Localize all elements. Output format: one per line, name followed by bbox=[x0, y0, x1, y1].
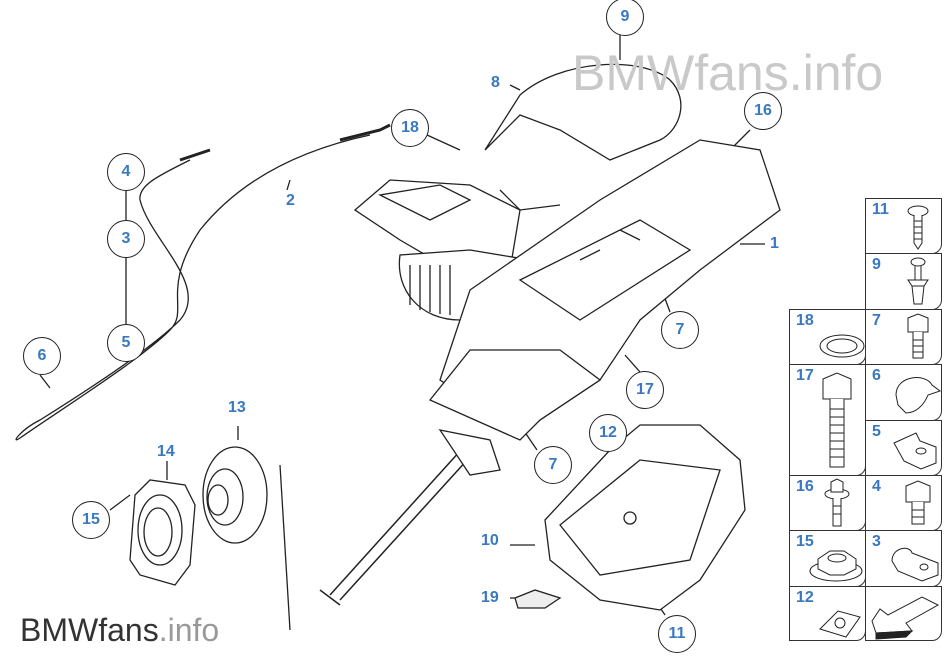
callout-17[interactable]: 17 bbox=[626, 371, 664, 409]
table-cell-7[interactable]: 7 bbox=[865, 309, 942, 365]
flange-boot bbox=[137, 494, 183, 566]
part-number: 7 bbox=[872, 312, 881, 329]
table-cell-arrow[interactable] bbox=[865, 586, 942, 641]
label-19[interactable]: 19 bbox=[481, 589, 499, 606]
lower-trim-inner bbox=[559, 459, 721, 576]
clamp-icon bbox=[891, 547, 939, 582]
callout-18[interactable]: 18 bbox=[391, 109, 429, 147]
label-1[interactable]: 1 bbox=[770, 235, 779, 252]
bellows-ring bbox=[206, 468, 244, 526]
washer-icon bbox=[819, 334, 865, 358]
part-number: 15 bbox=[796, 533, 814, 550]
flange-plate bbox=[129, 479, 196, 586]
table-cell-4[interactable]: 4 bbox=[865, 475, 942, 531]
bellows-core bbox=[207, 484, 229, 516]
arrow-icon bbox=[871, 596, 940, 640]
part-number: 11 bbox=[872, 201, 889, 218]
expanding-rivet-icon bbox=[907, 257, 929, 305]
housing-detail bbox=[518, 219, 692, 321]
upper-cover bbox=[484, 63, 682, 161]
callout-4[interactable]: 4 bbox=[107, 153, 145, 191]
part-number: 18 bbox=[796, 312, 814, 329]
table-cell-11[interactable]: 11 bbox=[865, 198, 942, 254]
watermark-suffix: .info bbox=[158, 612, 220, 648]
cable-end bbox=[179, 123, 391, 162]
table-cell-18[interactable]: 18 bbox=[789, 309, 866, 365]
trim-hole bbox=[623, 511, 637, 525]
flange-boot-inner bbox=[143, 507, 173, 557]
table-cell-15[interactable]: 15 bbox=[789, 530, 866, 587]
label-13[interactable]: 13 bbox=[228, 399, 246, 416]
ecu-lid bbox=[377, 184, 472, 221]
label-8[interactable]: 8 bbox=[491, 74, 500, 91]
label-2[interactable]: 2 bbox=[286, 192, 295, 209]
part-number: 4 bbox=[872, 478, 881, 495]
callout-16[interactable]: 16 bbox=[744, 92, 782, 130]
part-number: 12 bbox=[796, 589, 814, 606]
mounting-bracket bbox=[428, 349, 602, 441]
callout-15[interactable]: 15 bbox=[72, 501, 110, 539]
label-10[interactable]: 10 bbox=[481, 532, 499, 549]
part-number: 16 bbox=[796, 478, 814, 495]
hex-bolt-icon bbox=[905, 480, 931, 525]
bellows bbox=[202, 446, 268, 544]
clip-nut-icon bbox=[893, 432, 937, 470]
callout-11[interactable]: 11 bbox=[658, 615, 696, 653]
flange-bolt-icon bbox=[824, 478, 850, 527]
callout-7-upper[interactable]: 7 bbox=[661, 311, 699, 349]
callout-7-lower[interactable]: 7 bbox=[534, 446, 572, 484]
spring-nut-icon bbox=[819, 610, 861, 638]
shaft-joint bbox=[438, 429, 501, 476]
hex-bolt-icon bbox=[907, 313, 929, 359]
cable bbox=[15, 134, 371, 441]
table-cell-12[interactable]: 12 bbox=[789, 586, 866, 641]
pad bbox=[514, 589, 562, 609]
table-cell-5[interactable]: 5 bbox=[865, 420, 942, 476]
part-number: 3 bbox=[872, 533, 881, 550]
part-number: 5 bbox=[872, 423, 881, 440]
callout-3[interactable]: 3 bbox=[107, 220, 145, 258]
table-cell-3[interactable]: 3 bbox=[865, 530, 942, 587]
lower-trim bbox=[544, 424, 746, 611]
label-14[interactable]: 14 bbox=[157, 443, 175, 460]
callout-12[interactable]: 12 bbox=[589, 414, 627, 452]
watermark-brand: BMWfans bbox=[20, 612, 159, 648]
part-number: 17 bbox=[796, 367, 814, 384]
callout-6[interactable]: 6 bbox=[23, 337, 61, 375]
table-cell-9[interactable]: 9 bbox=[865, 253, 942, 310]
table-cell-6[interactable]: 6 bbox=[865, 364, 942, 421]
hex-nut-icon bbox=[809, 550, 863, 582]
long-hex-bolt-icon bbox=[822, 372, 852, 468]
watermark-bottom: BMWfans.info bbox=[20, 612, 219, 649]
part-number: 9 bbox=[872, 256, 881, 273]
watermark-top: BMWfans.info bbox=[572, 45, 884, 101]
callout-5[interactable]: 5 bbox=[107, 324, 145, 362]
table-cell-17[interactable]: 17 bbox=[789, 364, 866, 476]
screw-icon bbox=[907, 205, 929, 250]
part-number: 6 bbox=[872, 367, 881, 384]
callout-9[interactable]: 9 bbox=[606, 0, 644, 36]
cable-clip-icon bbox=[895, 377, 942, 414]
table-cell-16[interactable]: 16 bbox=[789, 475, 866, 531]
steering-shaft bbox=[319, 439, 479, 606]
motor-fins bbox=[409, 265, 451, 315]
